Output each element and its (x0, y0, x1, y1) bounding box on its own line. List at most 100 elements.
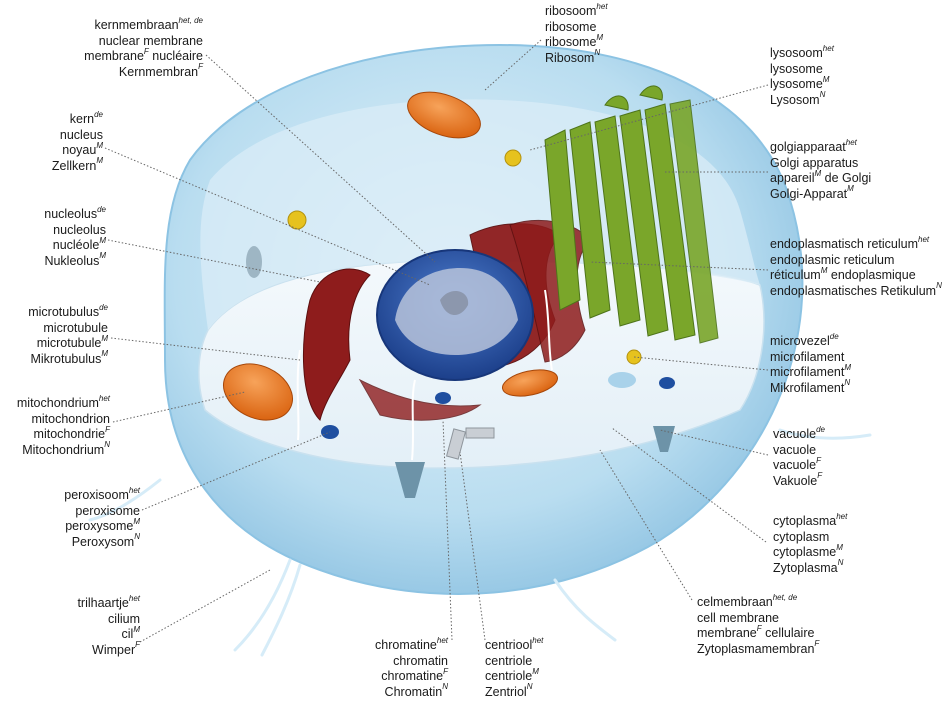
label-term: Mitochondrium (22, 443, 104, 457)
gender-marker: N (820, 90, 826, 99)
label-line: RibosomN (545, 51, 608, 67)
label-term: Zytoplasmamembran (697, 642, 814, 656)
label-line: ChromatinN (375, 685, 448, 701)
label-line: membraneF cellulaire (697, 626, 819, 642)
gender-marker: F (105, 425, 110, 434)
gender-marker: F (814, 639, 819, 648)
label-line: cilM (77, 627, 140, 643)
label-line: peroxysomeM (64, 519, 140, 535)
label-line: microfilament (770, 350, 851, 366)
label-term: centriole (485, 654, 532, 668)
gender-marker: N (594, 48, 600, 57)
gender-marker: N (442, 682, 448, 691)
label-term: nuclear membrane (99, 34, 203, 48)
label-line: mitochondrieF (17, 427, 110, 443)
label-line: cilium (77, 612, 140, 628)
label-line: trilhaartjehet (77, 596, 140, 612)
label-term: Zentriol (485, 685, 527, 699)
label-term: Zytoplasma (773, 561, 838, 575)
label-term: endoplasmatisch reticulum (770, 237, 918, 251)
label-line: vacuolede (773, 427, 825, 443)
gender-marker: de (94, 110, 103, 119)
label-term: Ribosom (545, 51, 594, 65)
label-line: MitochondriumN (17, 443, 110, 459)
gender-marker: het (99, 394, 110, 403)
label-term: vacuole (773, 458, 816, 472)
label-term: nucleolus (44, 207, 97, 221)
label-line: appareilM de Golgi (770, 171, 871, 187)
label-term: peroxisoom (64, 488, 129, 502)
gender-marker: het (532, 636, 543, 645)
label-term-tail: nucléaire (149, 49, 203, 63)
gender-marker: het, de (179, 16, 203, 25)
label-line: golgiapparaathet (770, 140, 871, 156)
label-term: kern (70, 112, 94, 126)
label-term: cytoplasm (773, 530, 829, 544)
label-term: nucléole (53, 238, 100, 252)
gender-marker: M (133, 625, 140, 634)
label-term: Lysosom (770, 93, 820, 107)
label-term: nucleus (60, 128, 103, 142)
label-term: celmembraan (697, 595, 773, 609)
label-term: lysosome (770, 62, 823, 76)
label-term: Peroxysom (72, 535, 135, 549)
label-term: cil (122, 627, 134, 641)
label-term-tail: de Golgi (821, 171, 871, 185)
label-line: MikrofilamentN (770, 381, 851, 397)
gender-marker: F (816, 456, 821, 465)
gender-marker: F (144, 47, 149, 56)
label-centriole: centrioolhetcentriolecentrioleMZentriolN (485, 638, 543, 700)
label-line: microvezelde (770, 334, 851, 350)
label-term: endoplasmatisches Retikulum (770, 284, 936, 298)
gender-marker: M (596, 33, 603, 42)
label-term: appareil (770, 171, 814, 185)
gender-marker: M (823, 75, 830, 84)
gender-marker: het, de (773, 593, 797, 602)
label-vacuole: vacuoledevacuolevacuoleFVakuoleF (773, 427, 825, 489)
label-term: vacuole (773, 443, 816, 457)
label-golgi-apparatus: golgiapparaathetGolgi apparatusappareilM… (770, 140, 871, 202)
label-line: chromatin (375, 654, 448, 670)
label-line: PeroxysomN (64, 535, 140, 551)
label-term: nucleolus (53, 223, 106, 237)
label-line: cytoplasmeM (773, 545, 847, 561)
label-line: endoplasmic reticulum (770, 253, 942, 269)
label-line: KernmembranF (84, 65, 203, 81)
label-term: Kernmembran (119, 65, 198, 79)
gender-marker: F (198, 62, 203, 71)
label-term: lysosoom (770, 46, 823, 60)
label-term: microfilament (770, 350, 844, 364)
label-line: Golgi-ApparatM (770, 187, 871, 203)
label-line: microfilamentM (770, 365, 851, 381)
gender-marker: de (99, 303, 108, 312)
label-line: lysosoomhet (770, 46, 834, 62)
label-term: Mikrotubulus (30, 352, 101, 366)
gender-marker: het (437, 636, 448, 645)
gender-marker: de (97, 205, 106, 214)
label-term: peroxisome (75, 504, 140, 518)
label-term: Zellkern (52, 159, 96, 173)
gender-marker: M (532, 667, 539, 676)
label-line: MikrotubulusM (28, 352, 108, 368)
label-line: cytoplasmahet (773, 514, 847, 530)
label-line: VakuoleF (773, 474, 825, 490)
label-term: microvezel (770, 334, 830, 348)
gender-marker: N (838, 558, 844, 567)
label-line: microtubuleM (28, 336, 108, 352)
gender-marker: het (823, 44, 834, 53)
label-line: membraneF nucléaire (84, 49, 203, 65)
label-term: noyau (62, 143, 96, 157)
gender-marker: M (814, 169, 821, 178)
label-line: peroxisome (64, 504, 140, 520)
label-term: ribosoom (545, 4, 596, 18)
label-term: vacuole (773, 427, 816, 441)
label-line: mitochondrion (17, 412, 110, 428)
label-line: WimperF (77, 643, 140, 659)
label-term: microtubule (43, 321, 108, 335)
label-term: Mikrofilament (770, 381, 844, 395)
label-term: Golgi-Apparat (770, 187, 847, 201)
gender-marker: N (936, 281, 942, 290)
label-line: nucleolusde (44, 207, 106, 223)
label-cytoplasm: cytoplasmahetcytoplasmcytoplasmeMZytopla… (773, 514, 847, 576)
